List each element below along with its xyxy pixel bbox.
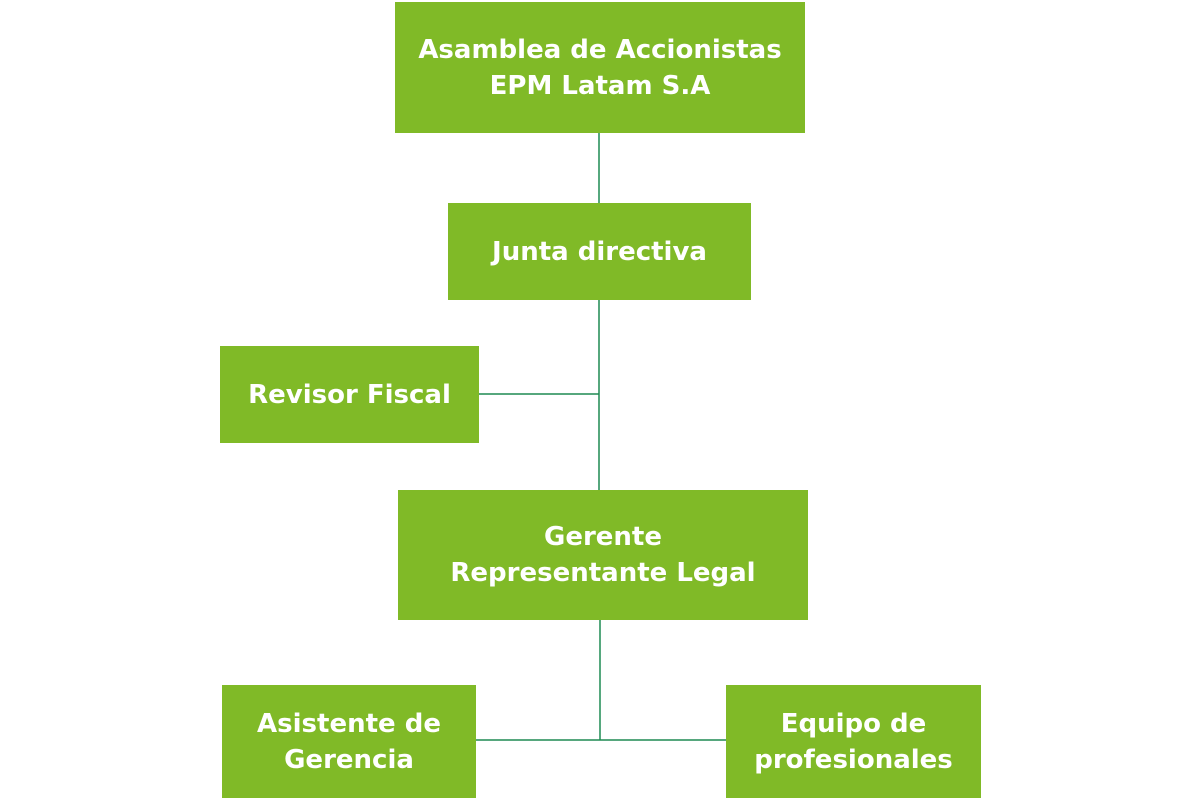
node-label-line: Representante Legal <box>450 558 756 588</box>
node-label-line: EPM Latam S.A <box>489 70 711 101</box>
node-asamblea-de-accionistas: Asamblea de Accionistas EPM Latam S.A <box>395 2 805 133</box>
node-label-line: Asamblea de Accionistas <box>418 34 782 65</box>
node-label-line: Gerencia <box>284 744 414 775</box>
node-label-line: Gerente <box>543 522 662 552</box>
node-revisor-fiscal: Revisor Fiscal <box>220 346 479 443</box>
node-label-line: Asistente de <box>257 708 441 739</box>
node-asistente-de-gerencia: Asistente de Gerencia <box>222 685 476 798</box>
node-label-line: profesionales <box>754 744 953 775</box>
node-junta-directiva: Junta directiva <box>448 203 751 300</box>
node-label-line: Junta directiva <box>492 236 707 267</box>
node-label-line: Equipo de <box>780 708 927 739</box>
node-label-line: Revisor Fiscal <box>248 379 451 410</box>
node-gerente-representante-legal: Gerente Representante Legal <box>398 490 808 620</box>
node-equipo-de-profesionales: Equipo de profesionales <box>726 685 981 798</box>
